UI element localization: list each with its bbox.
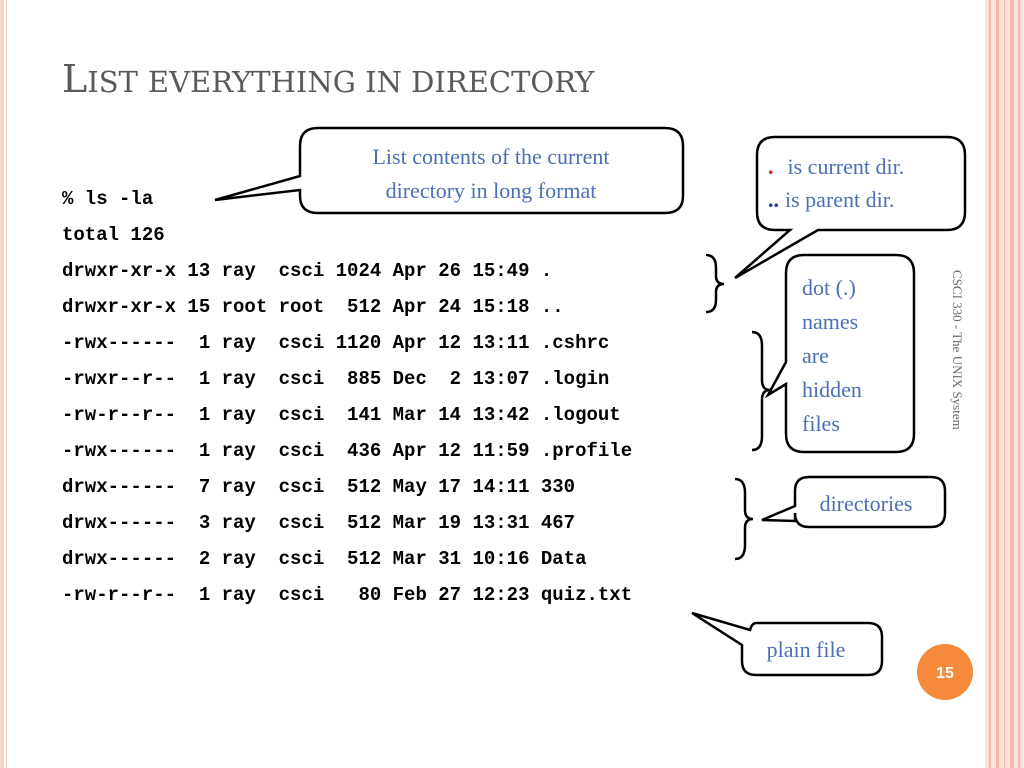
callout-dirs-meaning-line1: . is current dir. <box>768 154 904 179</box>
hidden-line-1: dot (.) <box>802 275 856 300</box>
page-number: 15 <box>936 665 954 682</box>
page-number-badge: 15 <box>917 644 973 700</box>
callout-dirs-meaning-line2: ..is parent dir. <box>768 187 894 212</box>
listing-row: -rwxr--r-- 1 ray csci 885 Dec 2 13:07 .l… <box>62 368 609 390</box>
callout-plain-file: plain file <box>691 611 884 677</box>
listing-row: -rw-r--r-- 1 ray csci 80 Feb 27 12:23 qu… <box>62 584 632 606</box>
hidden-line-4: hidden <box>802 377 862 402</box>
title-first-word-rest: IST <box>87 65 138 99</box>
brace-current-parent <box>705 253 725 314</box>
callout-plain-file-shape <box>691 611 884 677</box>
listing-row: -rwx------ 1 ray csci 1120 Apr 12 13:11 … <box>62 332 609 354</box>
listing-row: drwxr-xr-x 15 root root 512 Apr 24 15:18… <box>62 296 564 318</box>
brace-hidden-files <box>751 330 771 452</box>
listing-row: drwx------ 3 ray csci 512 Mar 19 13:31 4… <box>62 512 575 534</box>
parent-dir-marker: .. <box>768 187 779 212</box>
terminal-total: total 126 <box>62 224 165 246</box>
page-title: LIST EVERYTHING IN DIRECTORY <box>62 57 595 101</box>
callout-dirs-meaning: . is current dir. ..is parent dir. <box>734 135 967 280</box>
listing-row: drwx------ 2 ray csci 512 Mar 31 10:16 D… <box>62 548 587 570</box>
callout-directories: directories <box>761 475 947 529</box>
left-border <box>0 0 4 768</box>
callout-directories-shape <box>761 475 947 529</box>
terminal-output: % ls -la total 126 drwxr-xr-x 13 ray csc… <box>62 188 632 606</box>
callout-hidden-files: dot (.) names are hidden files <box>764 253 916 454</box>
callout-long-format-line1: List contents of the current <box>372 144 609 169</box>
hidden-line-2: names <box>802 309 858 334</box>
listing-row: drwx------ 7 ray csci 512 May 17 14:11 3… <box>62 476 575 498</box>
right-stripes <box>985 0 1024 768</box>
callout-hidden-files-shape <box>764 253 916 454</box>
listing-row: -rwx------ 1 ray csci 436 Apr 12 11:59 .… <box>62 440 632 462</box>
hidden-line-3: are <box>802 343 829 368</box>
callout-long-format-line2: directory in long format <box>386 178 597 203</box>
callout-plain-file-text: plain file <box>767 637 846 662</box>
callout-dirs-meaning-shape <box>734 135 967 280</box>
current-dir-text: is current dir. <box>788 154 905 179</box>
title-rest: EVERYTHING IN DIRECTORY <box>148 65 595 99</box>
footer-course: CSCI 330 - The UNIX System <box>950 270 965 430</box>
hidden-line-5: files <box>802 411 840 436</box>
callout-directories-text: directories <box>820 491 913 516</box>
page-number-circle <box>917 644 973 700</box>
parent-dir-text: is parent dir. <box>785 187 894 212</box>
terminal-command: % ls -la <box>62 188 153 210</box>
current-dir-marker: . <box>768 154 774 179</box>
listing-row: drwxr-xr-x 13 ray csci 1024 Apr 26 15:49… <box>62 260 552 282</box>
brace-directories <box>734 477 754 561</box>
listing-row: -rw-r--r-- 1 ray csci 141 Mar 14 13:42 .… <box>62 404 621 426</box>
callout-long-format-shape <box>214 126 685 215</box>
title-first-letter: L <box>62 57 87 101</box>
callout-long-format: List contents of the current directory i… <box>214 126 685 215</box>
left-border-line <box>6 0 7 768</box>
